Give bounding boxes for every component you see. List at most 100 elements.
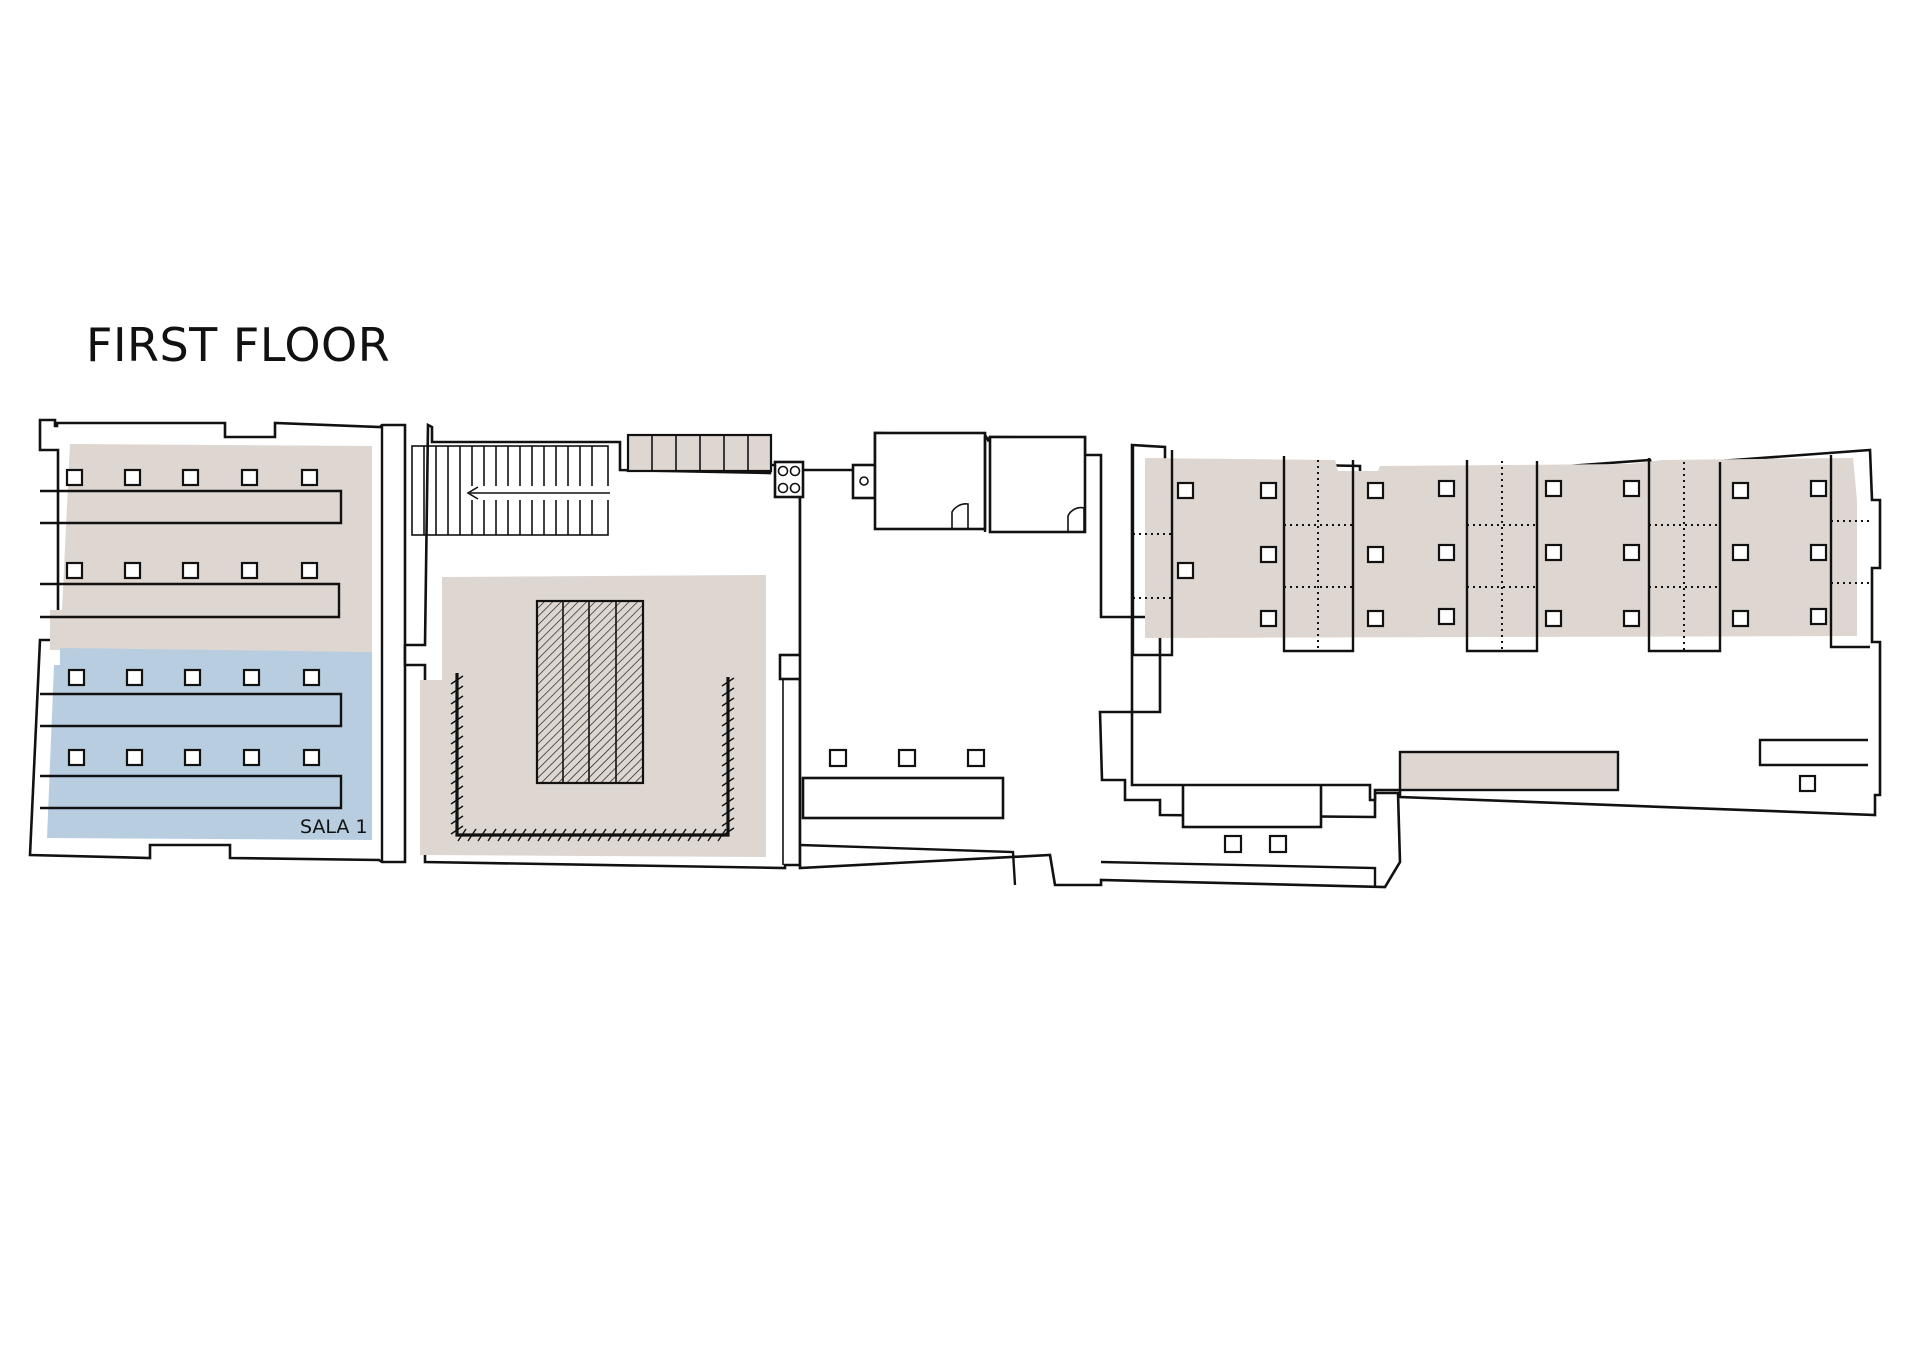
counter xyxy=(801,776,1005,820)
door-swing xyxy=(951,503,969,529)
rail-tick xyxy=(721,827,735,837)
seat xyxy=(1809,607,1828,626)
stool xyxy=(966,748,986,768)
seat xyxy=(1366,609,1385,628)
rail-tick xyxy=(450,695,464,705)
rail-tick xyxy=(450,735,464,745)
seat xyxy=(65,468,84,487)
seat xyxy=(300,468,319,487)
wall-segment xyxy=(799,843,1017,886)
rail-tick xyxy=(667,828,677,842)
rail-tick xyxy=(721,687,735,697)
desk-bar xyxy=(40,582,341,619)
rail-tick xyxy=(687,828,697,842)
side-counter xyxy=(1758,738,1868,767)
room-label-sala1: SALA 1 xyxy=(300,816,368,838)
left-room: SALA 1 xyxy=(28,418,407,864)
toilet-room xyxy=(988,435,1087,534)
chair xyxy=(1223,834,1243,854)
seat xyxy=(1259,545,1278,564)
rail-tick xyxy=(547,828,557,842)
seat xyxy=(1622,609,1641,628)
seat xyxy=(302,748,321,767)
seat xyxy=(1366,481,1385,500)
rail-tick xyxy=(450,675,464,685)
seats-left-room xyxy=(65,468,321,767)
rail-tick xyxy=(450,805,464,815)
seat xyxy=(1259,609,1278,628)
rail-tick xyxy=(467,828,477,842)
seat xyxy=(67,668,86,687)
toilet-room xyxy=(873,431,987,531)
rail-tick xyxy=(647,828,657,842)
rail-tick xyxy=(721,707,735,717)
seat xyxy=(1544,543,1563,562)
seat xyxy=(123,561,142,580)
rail-tick xyxy=(721,767,735,777)
rail-tick xyxy=(457,828,467,842)
seat xyxy=(240,561,259,580)
seat xyxy=(1809,479,1828,498)
rail-tick xyxy=(487,828,497,842)
dotted-subdivisions xyxy=(1133,460,1870,651)
seat xyxy=(300,561,319,580)
rail-tick xyxy=(721,817,735,827)
right-wing xyxy=(1130,443,1882,817)
seat xyxy=(1176,481,1195,500)
rail-tick xyxy=(507,828,517,842)
seat xyxy=(1259,481,1278,500)
rail-tick xyxy=(721,737,735,747)
central-hall xyxy=(403,422,806,870)
stool xyxy=(828,748,848,768)
exhibition-rail-ticks xyxy=(450,675,735,842)
rail-tick xyxy=(721,677,735,687)
desk-bar xyxy=(40,774,343,810)
sink-counter xyxy=(773,460,805,499)
rail-tick xyxy=(450,725,464,735)
rail-tick xyxy=(477,828,487,842)
rail-tick xyxy=(677,828,687,842)
rail-tick xyxy=(587,828,597,842)
studio-partitions xyxy=(1131,445,1870,657)
rail-tick xyxy=(721,807,735,817)
seat xyxy=(1176,561,1195,580)
chair xyxy=(1268,834,1288,854)
rail-tick xyxy=(721,747,735,757)
rail-tick xyxy=(450,685,464,695)
rail-tick xyxy=(450,765,464,775)
bench xyxy=(1398,750,1620,792)
seat xyxy=(1731,481,1750,500)
basin xyxy=(851,463,877,500)
rail-tick xyxy=(721,797,735,807)
desk-bar xyxy=(40,489,343,525)
rail-tick xyxy=(537,828,547,842)
seat xyxy=(123,468,142,487)
seat xyxy=(1437,607,1456,626)
rail-tick xyxy=(450,745,464,755)
rail-tick xyxy=(721,787,735,797)
seat xyxy=(1544,609,1563,628)
seat xyxy=(125,668,144,687)
zone-blue-sala1 xyxy=(47,648,372,840)
rail-tick xyxy=(517,828,527,842)
seat xyxy=(181,468,200,487)
rail-tick xyxy=(721,717,735,727)
rail-tick xyxy=(450,795,464,805)
seat xyxy=(302,668,321,687)
seat xyxy=(65,561,84,580)
zone-grey-studios xyxy=(1145,458,1857,638)
seat xyxy=(1731,543,1750,562)
wall-segment xyxy=(1100,860,1377,887)
rail-tick xyxy=(450,785,464,795)
rail-tick xyxy=(721,757,735,767)
seat xyxy=(67,748,86,767)
seat xyxy=(242,748,261,767)
rail-tick xyxy=(607,828,617,842)
rail-tick xyxy=(527,828,537,842)
rail-tick xyxy=(657,828,667,842)
rail-tick xyxy=(450,815,464,825)
rail-tick xyxy=(637,828,647,842)
seat xyxy=(1437,543,1456,562)
rail-tick xyxy=(721,697,735,707)
